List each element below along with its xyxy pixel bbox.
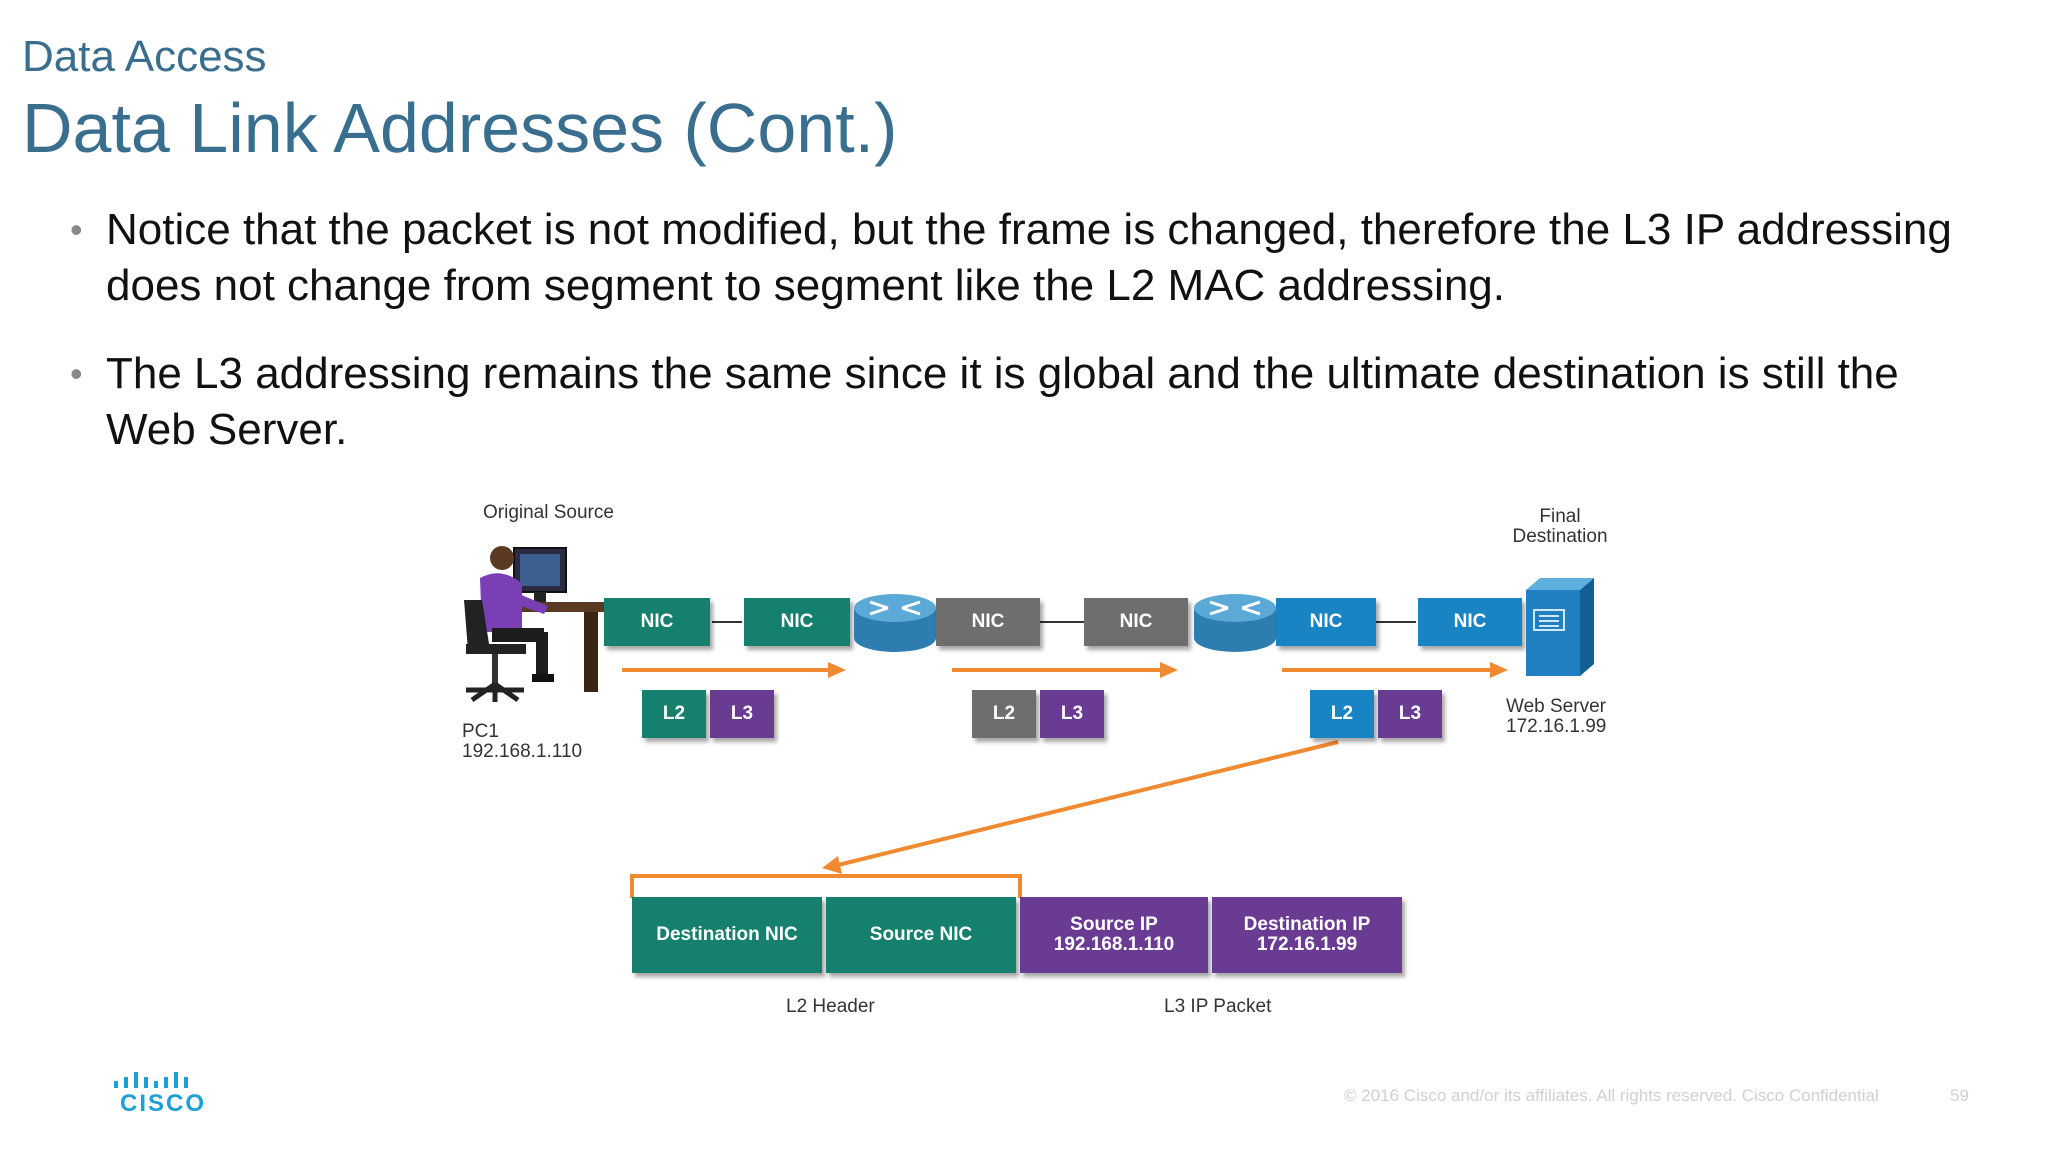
nic-box: NIC	[1418, 598, 1522, 646]
bullet-dot-icon: •	[70, 209, 83, 250]
web-server-name: Web Server	[1506, 696, 1606, 717]
source-nic-text: Source NIC	[869, 924, 973, 945]
copyright-notice: © 2016 Cisco and/or its affiliates. All …	[1344, 1086, 1879, 1105]
header-bracket	[630, 874, 1022, 898]
nic-box: NIC	[936, 598, 1040, 646]
arrowhead	[828, 662, 846, 678]
bullet-dot-icon: •	[70, 353, 83, 394]
destination-nic-text: Destination NIC	[656, 924, 798, 945]
l2-tag: L2	[972, 690, 1036, 738]
pc1-ip: 192.168.1.110	[462, 741, 583, 762]
l3-tag: L3	[710, 690, 774, 738]
source-nic-field: Source NIC	[826, 897, 1016, 973]
section-title: Data Access	[22, 32, 267, 81]
bullet-text: The L3 addressing remains the same since…	[106, 349, 1899, 454]
nic-box: NIC	[1084, 598, 1188, 646]
destination-ip-field: Destination IP 172.16.1.99	[1212, 897, 1402, 973]
pc-user-icon	[464, 546, 608, 703]
router-icon	[1194, 594, 1276, 652]
original-source-label: Original Source	[483, 502, 614, 523]
nic-box: NIC	[604, 598, 710, 646]
pc1-label: PC1 192.168.1.110	[462, 722, 582, 762]
nic-box: NIC	[1276, 598, 1376, 646]
router-icon	[854, 594, 936, 652]
link-line	[1040, 621, 1084, 623]
l2-header-label: L2 Header	[786, 996, 875, 1017]
page-number: 59	[1950, 1086, 1969, 1105]
l2-tag: L2	[642, 690, 706, 738]
page-title: Data Link Addresses (Cont.)	[22, 89, 898, 167]
final-destination-line-1: Final	[1539, 506, 1581, 527]
cisco-logo-text: CISCO	[120, 1090, 207, 1117]
arrowhead	[1490, 662, 1508, 678]
l3-tag: L3	[1040, 690, 1104, 738]
l3-packet-label: L3 IP Packet	[1164, 996, 1272, 1017]
arrowhead	[1160, 662, 1178, 678]
destination-ip-title: Destination IP	[1243, 914, 1371, 935]
web-server-ip: 172.16.1.99	[1506, 716, 1607, 737]
link-line	[1376, 621, 1416, 623]
l2-tag: L2	[1310, 690, 1374, 738]
final-destination-label: Final Destination	[1500, 507, 1620, 547]
pc1-name: PC1	[462, 721, 499, 742]
source-ip-title: Source IP	[1070, 914, 1158, 935]
link-line	[712, 621, 742, 623]
nic-box: NIC	[744, 598, 850, 646]
source-ip-value: 192.168.1.110	[1053, 934, 1175, 955]
final-destination-line-2: Destination	[1512, 526, 1608, 547]
web-server-label: Web Server 172.16.1.99	[1506, 697, 1606, 737]
destination-nic-field: Destination NIC	[632, 897, 822, 973]
web-server-icon	[1526, 578, 1594, 676]
bullet-text: Notice that the packet is not modified, …	[106, 205, 1952, 310]
source-ip-field: Source IP 192.168.1.110	[1020, 897, 1208, 973]
arrowhead	[822, 856, 842, 874]
expand-arrow	[833, 740, 1339, 868]
cisco-logo-bars-icon	[114, 1072, 188, 1088]
l3-tag: L3	[1378, 690, 1442, 738]
destination-ip-value: 172.16.1.99	[1256, 934, 1358, 955]
